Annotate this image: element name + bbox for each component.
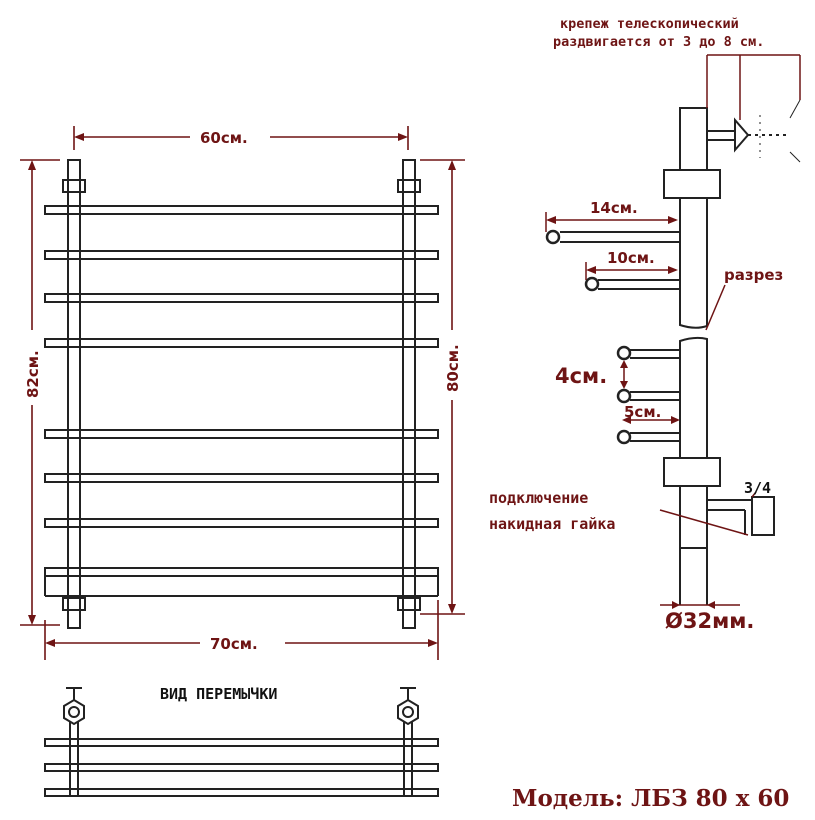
lower-bracket-box bbox=[663, 457, 721, 487]
bracket-note-line2: раздвигается от 3 до 8 см. bbox=[553, 34, 764, 50]
right-top-bracket bbox=[397, 179, 421, 193]
shelf-rung bbox=[44, 567, 439, 577]
right-bottom-bracket bbox=[397, 597, 421, 611]
dim-5-label: 5см. bbox=[624, 403, 661, 421]
rung bbox=[44, 518, 439, 528]
left-collector bbox=[67, 159, 81, 629]
width-top-label: 60см. bbox=[200, 129, 248, 147]
side-dimensions bbox=[545, 54, 801, 609]
bridge-view-title: ВИД ПЕРЕМЫЧКИ bbox=[160, 685, 277, 703]
left-bridge-nut bbox=[63, 698, 85, 726]
width-bottom-label: 70см. bbox=[210, 635, 258, 653]
dim-10-label: 10см. bbox=[607, 249, 655, 267]
rung bbox=[44, 473, 439, 483]
dim-14-label: 14см. bbox=[590, 199, 638, 217]
rung bbox=[44, 205, 439, 215]
upper-collector bbox=[679, 107, 708, 329]
model-label: Модель: ЛБЗ 80 х 60 bbox=[512, 785, 789, 812]
right-collector bbox=[402, 159, 416, 629]
union-nut bbox=[751, 496, 775, 536]
connection-line1: подключение bbox=[489, 489, 588, 507]
connection-line2: накидная гайка bbox=[489, 515, 615, 533]
bridge-rail bbox=[44, 738, 439, 747]
bridge-view bbox=[44, 687, 439, 797]
thread-label: 3/4 bbox=[744, 479, 771, 497]
lower-collector bbox=[679, 336, 708, 549]
left-top-bracket bbox=[62, 179, 86, 193]
rung bbox=[44, 293, 439, 303]
rung bbox=[44, 429, 439, 439]
rung bbox=[44, 250, 439, 260]
cut-label: разрез bbox=[724, 266, 783, 284]
rung bbox=[44, 338, 439, 348]
bridge-rail bbox=[44, 763, 439, 772]
height-right-label: 80см. bbox=[444, 344, 462, 392]
height-left-label: 82см. bbox=[24, 350, 42, 398]
front-view bbox=[44, 159, 439, 629]
dim-4-label: 4см. bbox=[555, 364, 607, 388]
upper-bracket-box bbox=[663, 169, 721, 199]
bracket-note-line1: крепеж телескопический bbox=[560, 16, 739, 32]
front-dimensions bbox=[20, 126, 465, 660]
right-bridge-nut bbox=[397, 698, 419, 726]
left-bottom-bracket bbox=[62, 597, 86, 611]
side-view bbox=[545, 99, 801, 605]
bridge-rail bbox=[44, 788, 439, 797]
diameter-label: Ø32мм. bbox=[665, 609, 754, 633]
